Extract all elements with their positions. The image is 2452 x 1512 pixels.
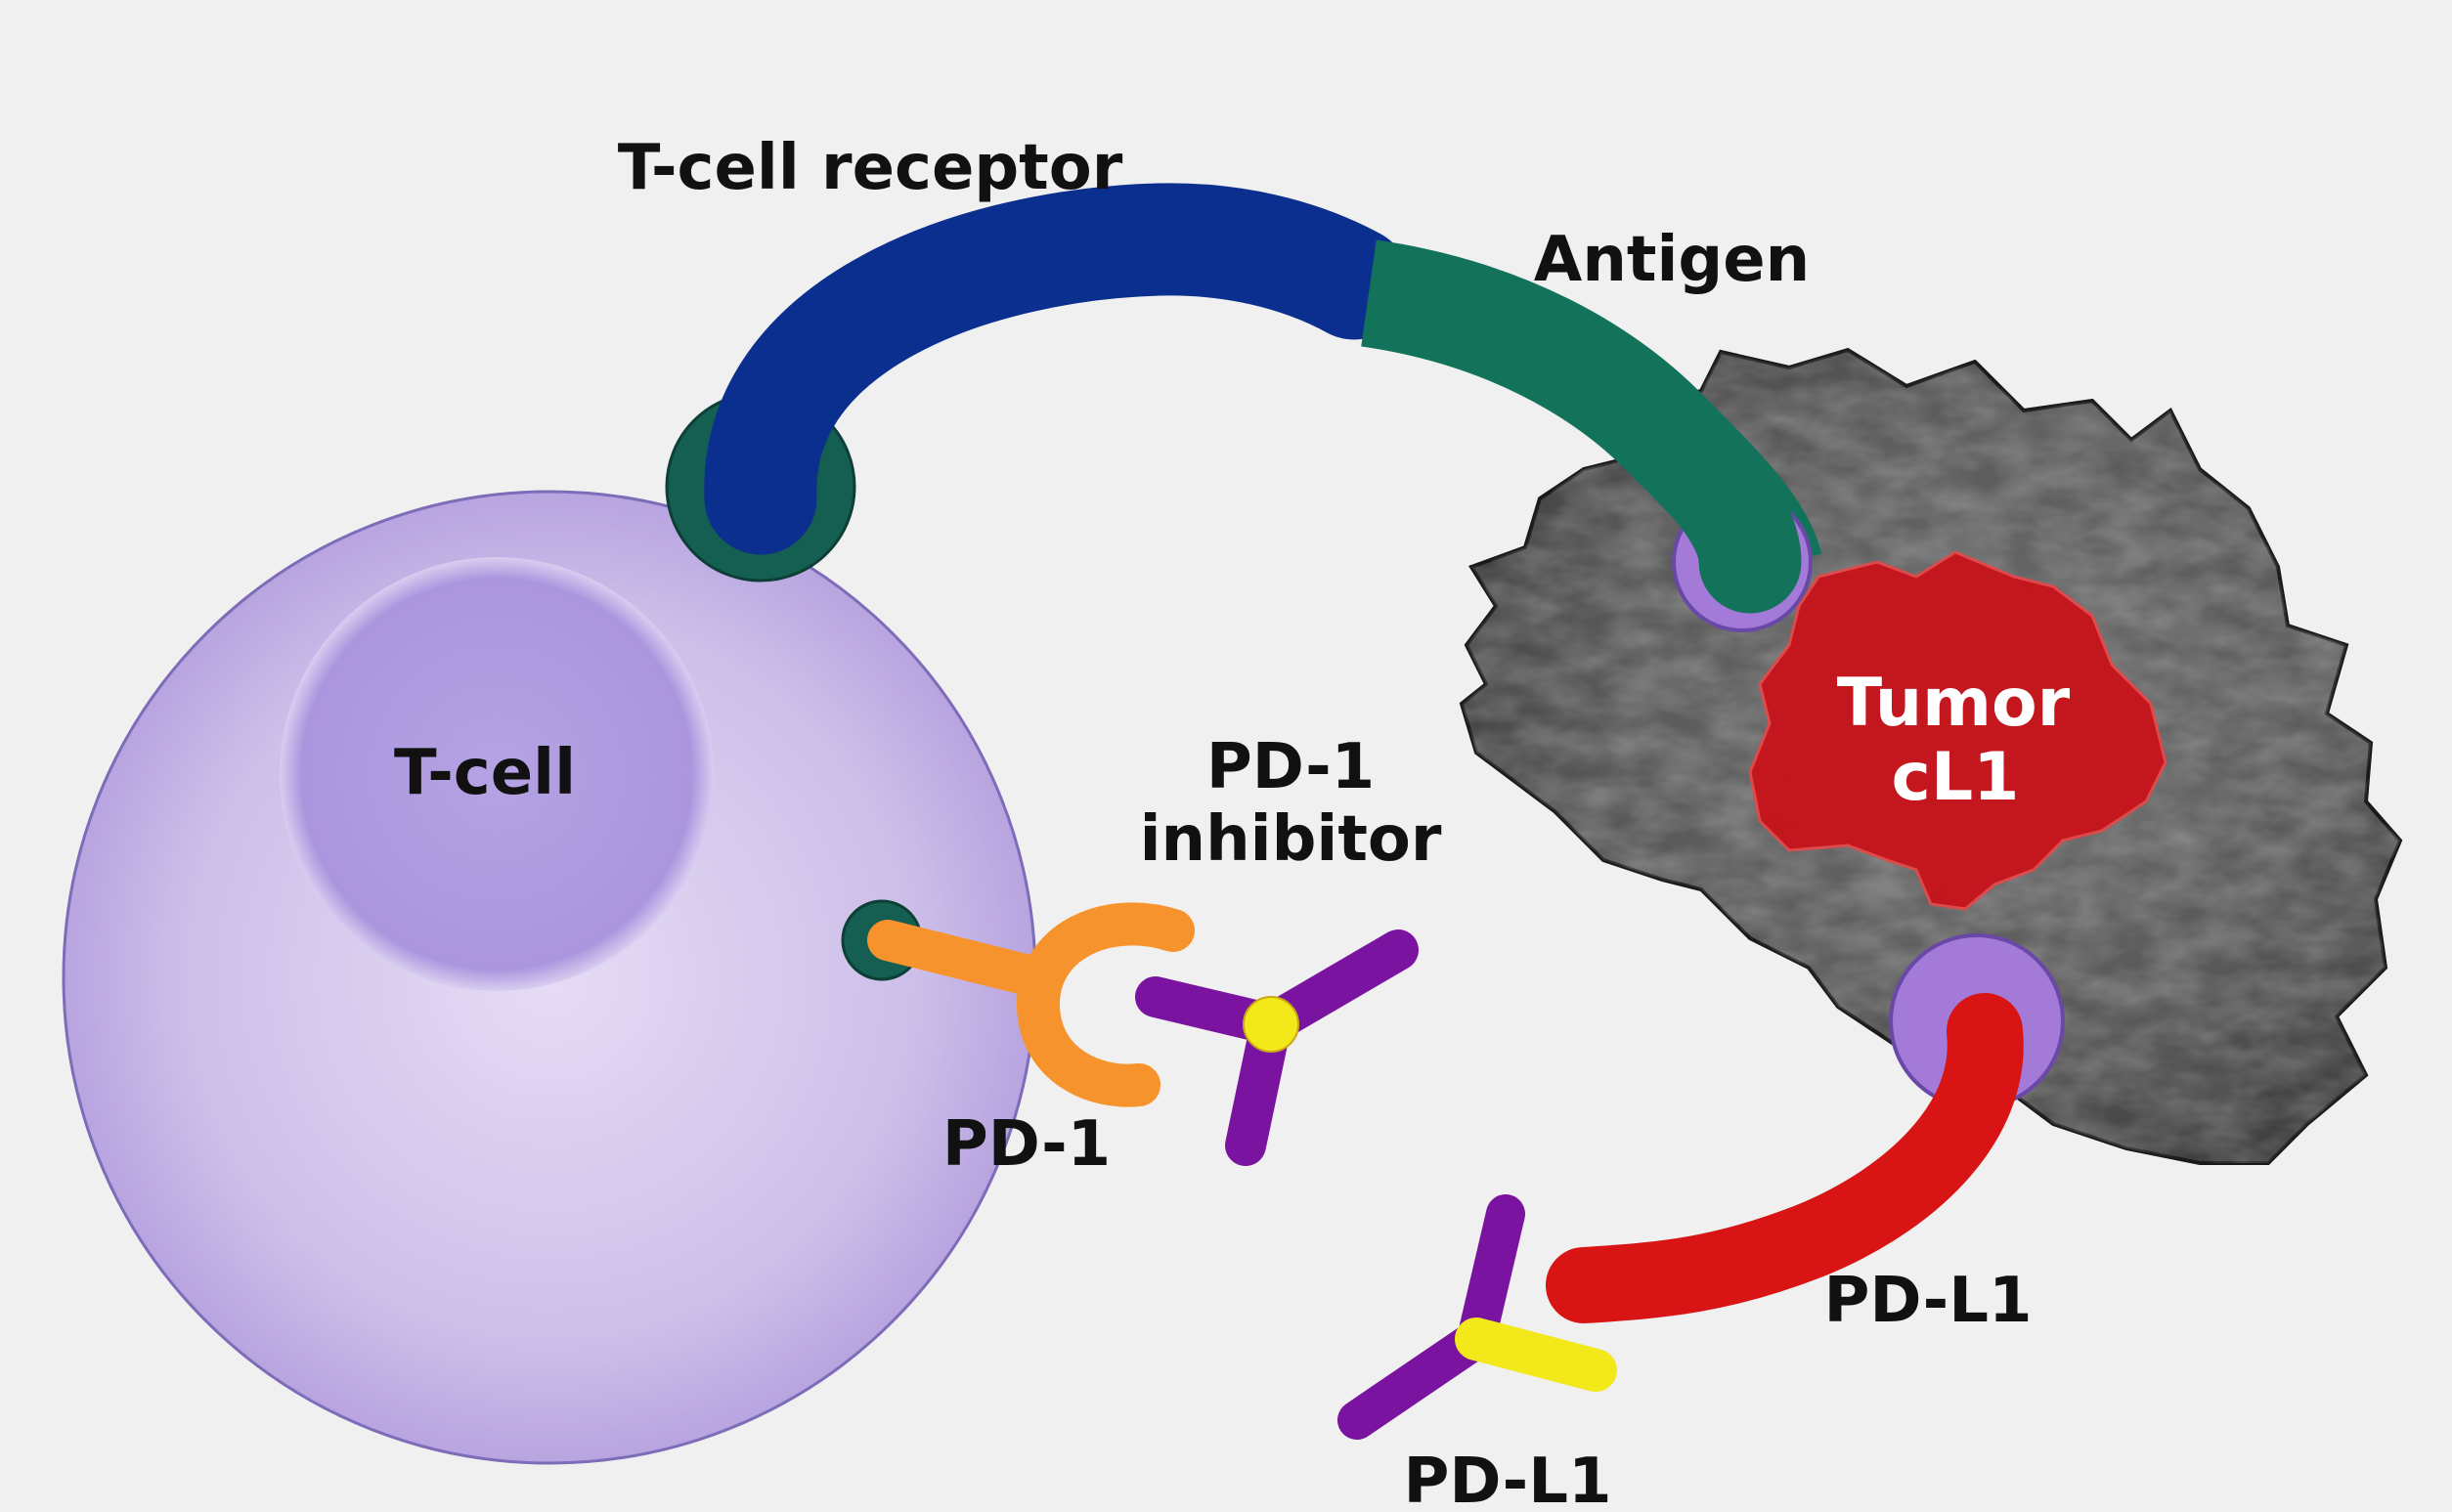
tumor-core [1748, 550, 2167, 911]
pd1-inhibitor-antibody [1135, 929, 1419, 1166]
pd1-inhibitor-label-line2: inhibitor [1140, 803, 1442, 876]
pd1-inhibitor-label-line1: PD-1 [1206, 731, 1375, 803]
tumor-label-line2: cL1 [1892, 739, 2020, 816]
pdl1-label-right: PD-L1 [1823, 1265, 2032, 1337]
pd1-label: PD-1 [942, 1108, 1111, 1181]
pdl1-ligand [1546, 993, 2024, 1323]
tcell-label: T-cell [394, 737, 576, 809]
tcell-receptor-arc [704, 183, 1411, 555]
tcell-nucleus [280, 557, 714, 991]
antigen-arc-tip [1610, 378, 1802, 614]
antigen-label: Antigen [1534, 224, 1810, 296]
pd1-receptor [867, 902, 1195, 1107]
tcell-receptor-label: T-cell receptor [618, 132, 1123, 204]
tumor-label-line1: Tumor [1837, 665, 2071, 742]
pdl1-antibody [1337, 1194, 1617, 1440]
pdl1-label-bottom: PD-L1 [1403, 1446, 1611, 1512]
